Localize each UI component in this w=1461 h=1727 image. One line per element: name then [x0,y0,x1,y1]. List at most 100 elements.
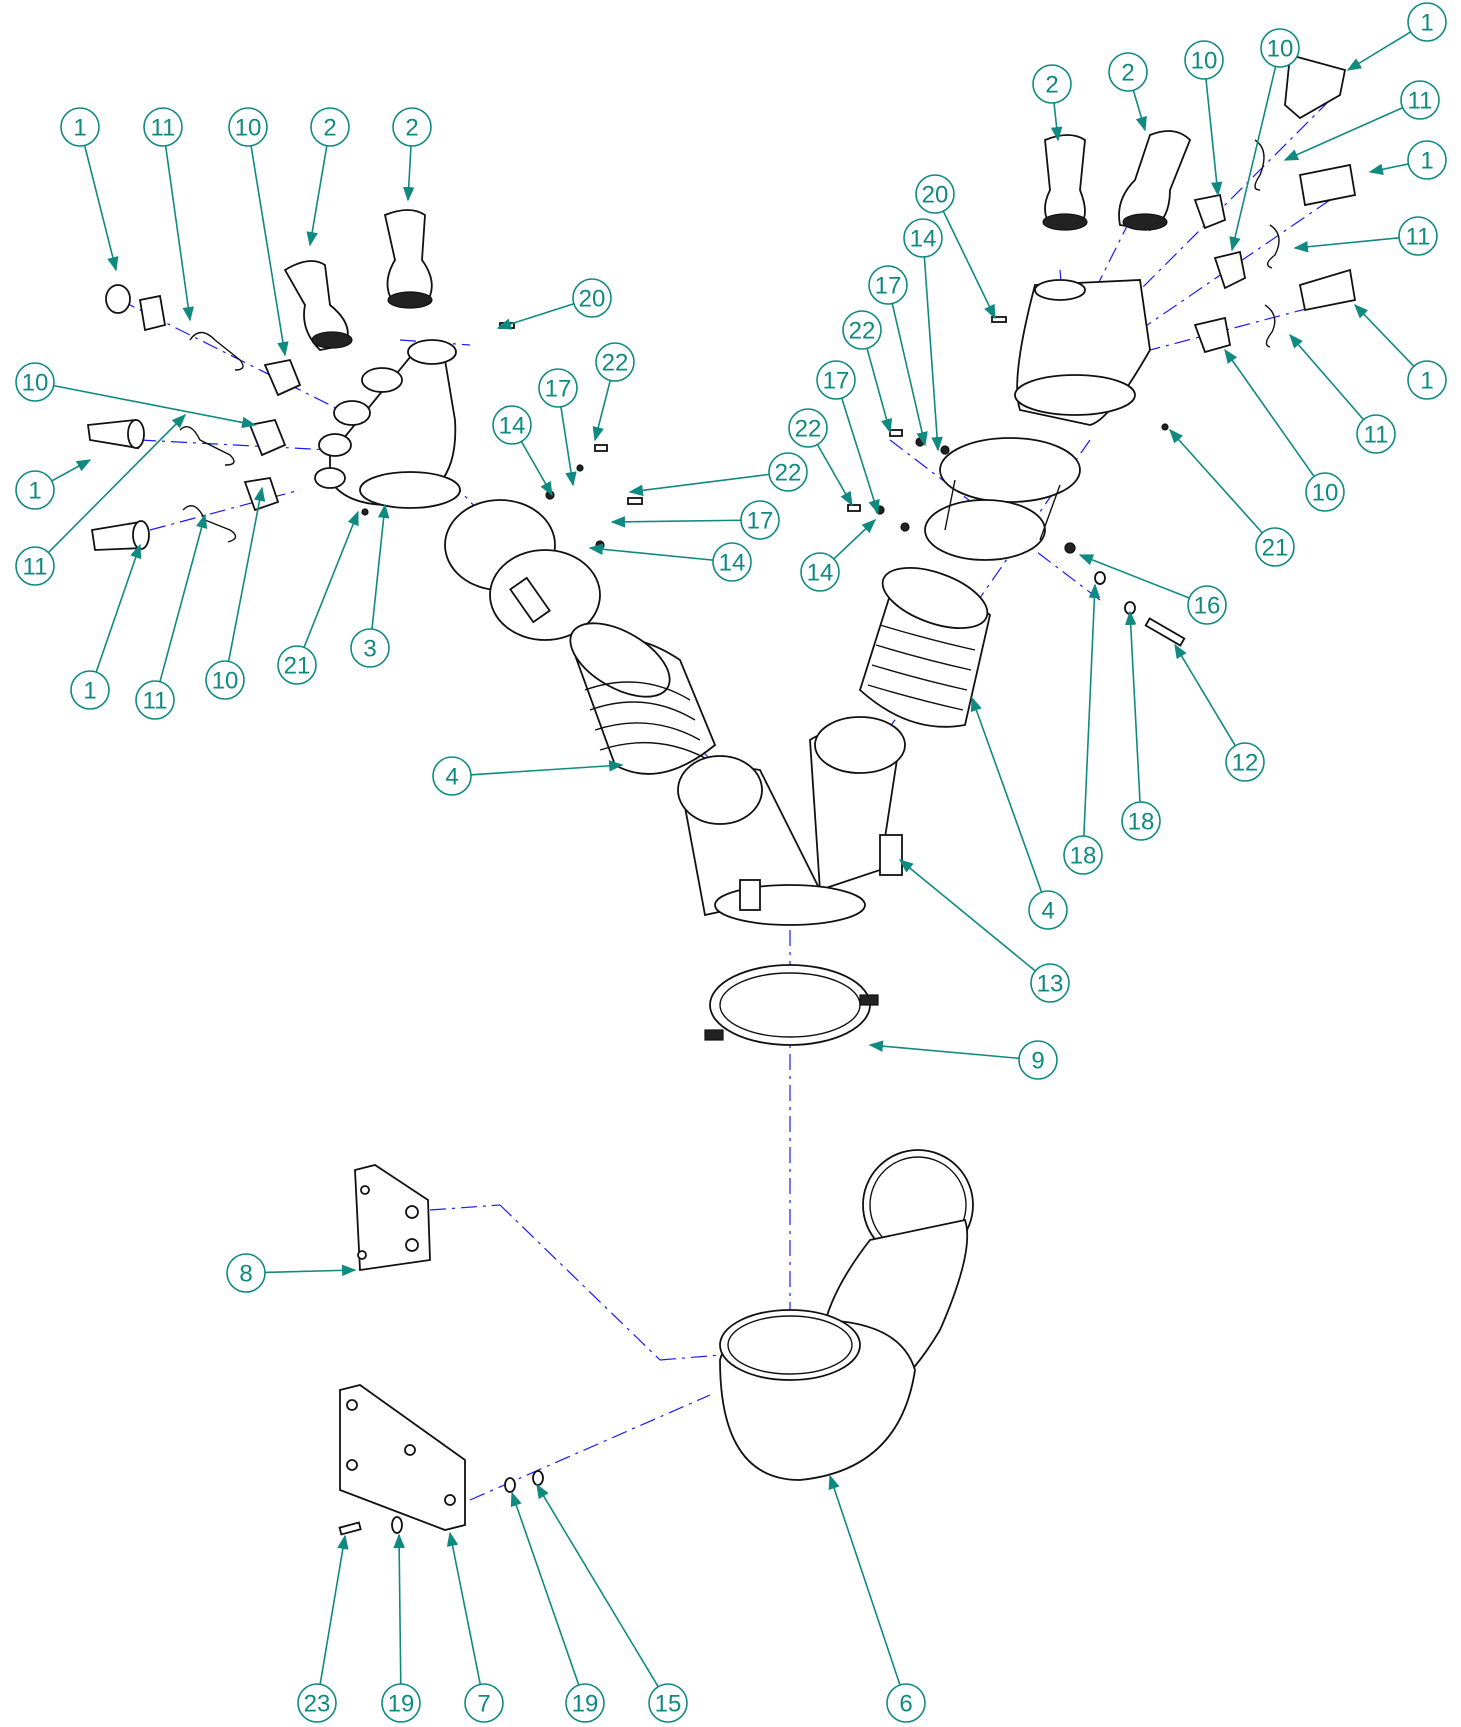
leader-line-22 [866,348,893,434]
left-bellows [569,622,717,775]
right-bellows [858,567,992,728]
balloon-circle [1032,64,1072,104]
balloon-item-10: 10 [1305,472,1345,512]
balloon-circle [1407,360,1447,400]
leader-line-22 [628,473,770,497]
balloon-item-19: 19 [381,1683,421,1723]
balloon-label: 10 [235,115,262,142]
balloon-item-11: 11 [15,546,55,586]
balloon-circle [15,470,55,510]
balloon-circle [1018,1040,1058,1080]
leader-line-11 [1293,237,1400,253]
leader-line-20 [496,303,575,330]
balloon-item-11: 11 [135,680,175,720]
leader-line-9 [868,1040,1020,1060]
balloon-circle [788,408,828,448]
left-nozzles [283,209,433,351]
balloon-label: 11 [1406,224,1431,251]
balloon-circle [595,342,635,382]
leader-line-14 [520,441,553,497]
balloon-circle [297,1683,337,1723]
leader-line-4 [470,760,624,776]
balloon-label: 16 [1194,593,1221,620]
balloon-item-2: 2 [310,107,350,147]
leader-line-10 [227,486,266,662]
balloon-circle [1255,527,1295,567]
balloon-circle [228,107,268,147]
balloon-item-11: 11 [143,107,183,147]
balloon-label: 1 [1420,368,1433,395]
balloon-item-6: 6 [886,1683,926,1723]
leader-line-6 [828,1474,901,1686]
leader-line-19 [510,1491,580,1686]
balloon-label: 4 [445,764,458,791]
balloon-label: 7 [477,1691,490,1718]
balloon-item-17: 17 [538,368,578,408]
balloon-item-7: 7 [464,1683,504,1723]
leader-line-22 [592,380,612,442]
balloon-item-21: 21 [277,645,317,685]
balloon-label: 10 [1191,48,1218,75]
balloon-circle [1407,2,1447,42]
balloon-circle [464,1683,504,1723]
leader-line-22 [816,444,853,507]
balloon-label: 10 [1267,36,1294,63]
leader-line-21 [1169,428,1263,534]
balloon-circle [886,1683,926,1723]
balloon-label: 18 [1128,809,1155,836]
balloon-label: 2 [1045,72,1058,99]
balloon-circle [1187,585,1227,625]
balloon-item-1: 1 [60,107,100,147]
leader-line-1 [95,543,142,673]
balloon-circle [565,1683,605,1723]
balloon-circle [1260,28,1300,68]
balloon-item-17: 17 [868,265,908,305]
balloon-label: 2 [405,115,418,142]
leader-line-2 [306,145,328,247]
balloon-label: 14 [807,560,834,587]
leader-line-8 [264,1264,357,1277]
balloon-circle [226,1253,266,1293]
balloon-item-14: 14 [903,218,943,258]
leader-line-16 [1078,554,1190,599]
balloon-label: 14 [719,550,746,577]
balloon-circle [350,628,390,668]
balloon-circle [1400,80,1440,120]
balloon-label: 20 [579,286,606,313]
balloon-label: 1 [1420,148,1433,175]
balloon-label: 14 [910,226,937,253]
balloon-circle [1108,52,1148,92]
leader-line-14 [588,543,714,561]
balloon-label: 2 [323,115,336,142]
balloon-circle [1063,835,1103,875]
balloon-label: 10 [22,370,49,397]
leader-line-19 [393,1533,405,1685]
balloon-item-1: 1 [1407,2,1447,42]
balloon-label: 4 [1041,898,1054,925]
balloon-circle [392,107,432,147]
balloon-item-3: 3 [350,628,390,668]
right-nozzles [1042,53,1357,354]
balloon-circle [538,368,578,408]
balloon-circle [1356,414,1396,454]
balloon-label: 17 [545,376,572,403]
balloon-label: 15 [655,1691,682,1718]
balloon-label: 1 [73,115,86,142]
balloon-label: 2 [1121,60,1134,87]
balloon-item-2: 2 [392,107,432,147]
balloon-label: 6 [899,1691,912,1718]
balloon-item-13: 13 [1030,963,1070,1003]
balloon-label: 19 [388,1691,415,1718]
leader-line-23 [319,1534,349,1685]
balloon-item-10: 10 [1184,40,1224,80]
balloon-label: 20 [922,182,949,209]
leader-line-18 [1083,583,1101,837]
balloon-circle [903,218,943,258]
balloon-circle [1028,890,1068,930]
balloon-circle [492,405,532,445]
balloon-item-4: 4 [1028,890,1068,930]
balloon-item-1: 1 [1407,140,1447,180]
right-manifold [1014,279,1151,426]
balloon-circle [1398,216,1438,256]
